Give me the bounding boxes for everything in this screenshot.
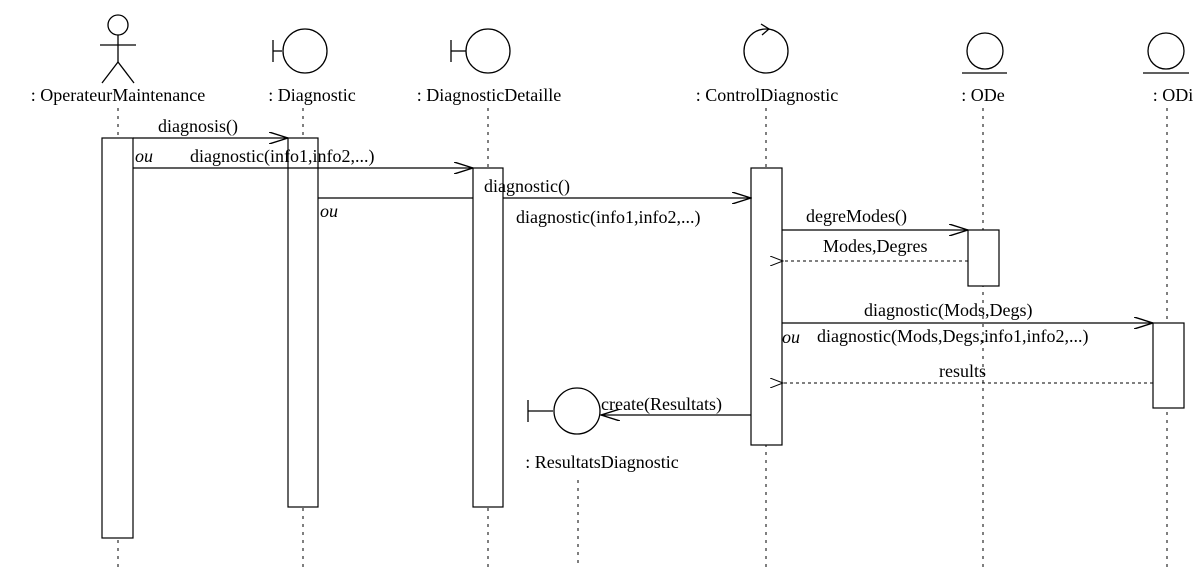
boundary-icon (450, 28, 511, 74)
participant-label-resultats-diagnostic: : ResultatsDiagnostic (525, 452, 678, 472)
alternative-label: ou (782, 327, 800, 347)
activation-diagnostic-detaille (472, 167, 504, 508)
activation-diagnostic (287, 137, 319, 508)
message-label: diagnostic(Mods,Degs,info1,info2,...) (817, 326, 1088, 347)
participant-label-diagnostic-detaille: : DiagnosticDetaille (417, 85, 561, 105)
message-label: results (939, 361, 986, 381)
alternative-label: ou (320, 201, 338, 221)
message-label: diagnostic(info1,info2,...) (190, 146, 374, 167)
message-label: degreModes() (806, 206, 907, 227)
participant-label-control-diagnostic: : ControlDiagnostic (696, 85, 839, 105)
participant-label-diagnostic: : Diagnostic (268, 85, 356, 105)
message-label: diagnostic(info1,info2,...) (516, 207, 700, 228)
alternative-label: ou (135, 146, 153, 166)
message-label: diagnostic() (484, 176, 570, 197)
boundary-icon (272, 28, 328, 74)
activation-control-diagnostic (750, 167, 783, 446)
participant-label-odi: : ODi (1153, 85, 1194, 105)
message-label: create(Resultats) (601, 394, 722, 415)
actor-icon (100, 14, 136, 84)
boundary-icon (527, 387, 601, 435)
message-label: diagnostic(Mods,Degs) (864, 300, 1032, 321)
entity-icon (1143, 32, 1189, 74)
activation-ode (967, 229, 1000, 287)
entity-icon (962, 32, 1007, 74)
message-label: Modes,Degres (823, 236, 927, 256)
activation-odi (1152, 322, 1185, 409)
control-icon (743, 23, 789, 74)
participant-label-operateur: : OperateurMaintenance (31, 85, 205, 105)
participant-label-ode: : ODe (961, 85, 1005, 105)
activation-operateur (101, 137, 134, 539)
message-label: diagnosis() (158, 116, 238, 137)
